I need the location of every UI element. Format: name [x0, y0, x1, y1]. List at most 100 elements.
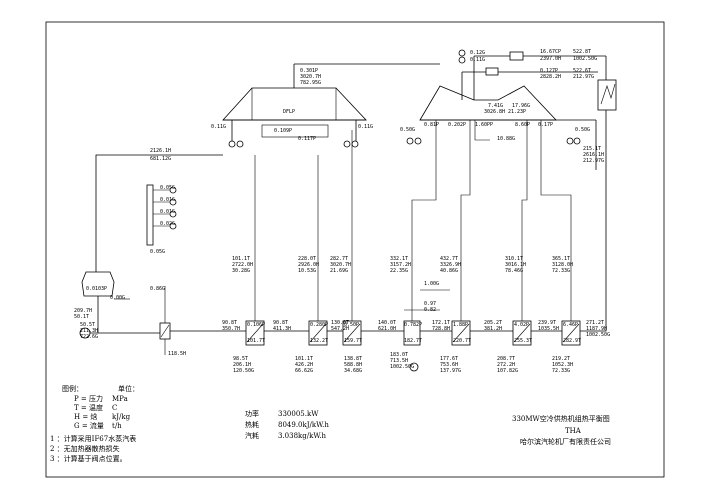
ext-p2: 0.202P: [448, 122, 466, 128]
fw-13: 239.9T: [538, 320, 556, 326]
heatrate-value: 8049.0kJ/kW.h: [278, 421, 329, 429]
h4-p: 0.782P: [404, 322, 422, 328]
hp-ip-turbine: [419, 85, 596, 121]
boiler-reheater: [597, 79, 617, 111]
steamrate-label: 汽耗: [245, 431, 259, 440]
drain-1: 98.5T: [233, 356, 248, 362]
deaerator-flow: 0.86G: [150, 286, 165, 292]
rh-return-h: 2616.1H: [583, 152, 604, 158]
ext-e-t: 432.7T: [440, 256, 458, 262]
ext-a-h: 2722.0H: [232, 262, 253, 268]
h1-t: 101.7T: [247, 338, 265, 344]
drain-3: 120.50G: [233, 368, 254, 374]
condenser: [81, 271, 115, 297]
ext-d-h: 3157.2H: [390, 262, 411, 268]
ip-flow-1: 7.41G: [488, 103, 503, 109]
reheat-p: 0.127P: [540, 68, 558, 74]
h1-p: 0.106P: [247, 322, 265, 328]
heater-1: [245, 320, 265, 346]
ext-p4: 8.60P: [515, 122, 530, 128]
feed-pump-icon: [409, 362, 419, 372]
lp-inlet-g: 782.95G: [300, 80, 321, 86]
pump-t: 50.5T: [80, 322, 95, 328]
gland-valve-icon: [458, 49, 466, 57]
ext-b-h: 2926.0H: [298, 262, 319, 268]
fw-15: 271.2T: [586, 320, 604, 326]
legend-unit-t: C: [112, 404, 117, 412]
fw-10: 728.8H: [432, 326, 450, 332]
gland-1: 0.12G: [470, 50, 485, 56]
fw-1: 90.8T: [222, 320, 237, 326]
ext-f-h: 3016.1H: [505, 262, 526, 268]
fw-12: 381.2H: [484, 326, 502, 332]
seal-valve-icon: [343, 140, 351, 148]
legend-sym-p: P = 压力: [74, 394, 103, 403]
ext-d-t: 332.1T: [390, 256, 408, 262]
seal-valve-icon: [236, 140, 244, 148]
drain-9: 34.68G: [344, 368, 362, 374]
deaerator-v: 0.82: [424, 307, 436, 313]
gland-cooler-h: 118.5H: [168, 351, 186, 357]
ext-c-g: 21.69G: [330, 268, 348, 274]
seal-valve-icon: [573, 137, 581, 145]
ext-seal-1: 0.50G: [400, 127, 415, 133]
drain-21: 72.33G: [552, 368, 570, 374]
fw-16: 1187.9H: [586, 326, 607, 332]
h5-p: 1.88P: [453, 322, 468, 328]
h3-p: 0.50P: [344, 322, 359, 328]
gland-flow-3: 0.01G: [160, 209, 175, 215]
lp-turbine-label: DFLP: [283, 109, 295, 115]
gland-flow-5: 0.05G: [150, 249, 165, 255]
h6-p: 4.02P: [514, 322, 529, 328]
ip-flow-4: 21.23P: [508, 109, 526, 115]
h4-t: 182.7T: [404, 338, 422, 344]
reheat-t: 522.6T: [573, 68, 591, 74]
reheat-h: 2828.2H: [540, 74, 561, 80]
reheat-g: 212.97G: [573, 74, 594, 80]
condenser-p: 0.0103P: [86, 286, 107, 292]
gland-flow-2: 0.01G: [160, 197, 175, 203]
main-steam-p: 16.67CP: [540, 49, 561, 55]
ext-e-g: 40.86G: [440, 268, 458, 274]
deaerator-p: 0.97: [424, 301, 436, 307]
company-name: 哈尔滨汽轮机厂有限责任公司: [520, 437, 611, 446]
drain-6: 66.62G: [295, 368, 313, 374]
drain-4: 101.1T: [295, 356, 313, 362]
legend-unit-p: MPa: [112, 395, 128, 403]
heatrate-label: 热耗: [245, 420, 259, 429]
lp-inlet-h: 3020.7H: [300, 74, 321, 80]
ext-g-h: 3128.0H: [552, 262, 573, 268]
control-valve-icon: [485, 67, 499, 76]
exhaust-h: 2126.1H: [150, 148, 171, 154]
condensate-t: 50.1T: [74, 314, 89, 320]
lp-turbine: DFLP: [222, 87, 367, 121]
h7-p: 6.46P: [563, 322, 578, 328]
ext-p3: 1.60PP: [475, 122, 493, 128]
condenser-g: 0.00G: [110, 295, 125, 301]
heater-3: [342, 320, 362, 346]
drain-20: 1052.3H: [552, 362, 573, 368]
drain-14: 753.6H: [440, 362, 458, 368]
drawing-border: [45, 21, 665, 478]
fw-9: 172.1T: [432, 320, 450, 326]
drain-5: 426.2H: [295, 362, 313, 368]
h6-t: 255.3T: [514, 338, 532, 344]
ext-b-g: 10.53G: [298, 268, 316, 274]
legend-sym-t: T = 温度: [74, 403, 103, 412]
ext-a-g: 30.28G: [232, 268, 250, 274]
heater-2: [308, 320, 328, 346]
main-steam-t: 522.8T: [573, 49, 591, 55]
ext-c-t: 282.7T: [330, 256, 348, 262]
power-value: 330005.kW: [278, 410, 319, 418]
drain-11: 713.5H: [390, 358, 408, 364]
legend-unit-title: 单位：: [118, 384, 139, 393]
fw-4: 411.3H: [273, 326, 291, 332]
legend-title: 图例：: [62, 384, 83, 393]
ext-seal-2: 0.50G: [575, 127, 590, 133]
pump-g: 722.6G: [80, 334, 98, 340]
ext-e-h: 3326.9H: [440, 262, 461, 268]
fw-2: 350.7H: [222, 326, 240, 332]
lp-mid-p2: 0.117P: [298, 136, 316, 142]
fw-11: 205.2T: [484, 320, 502, 326]
